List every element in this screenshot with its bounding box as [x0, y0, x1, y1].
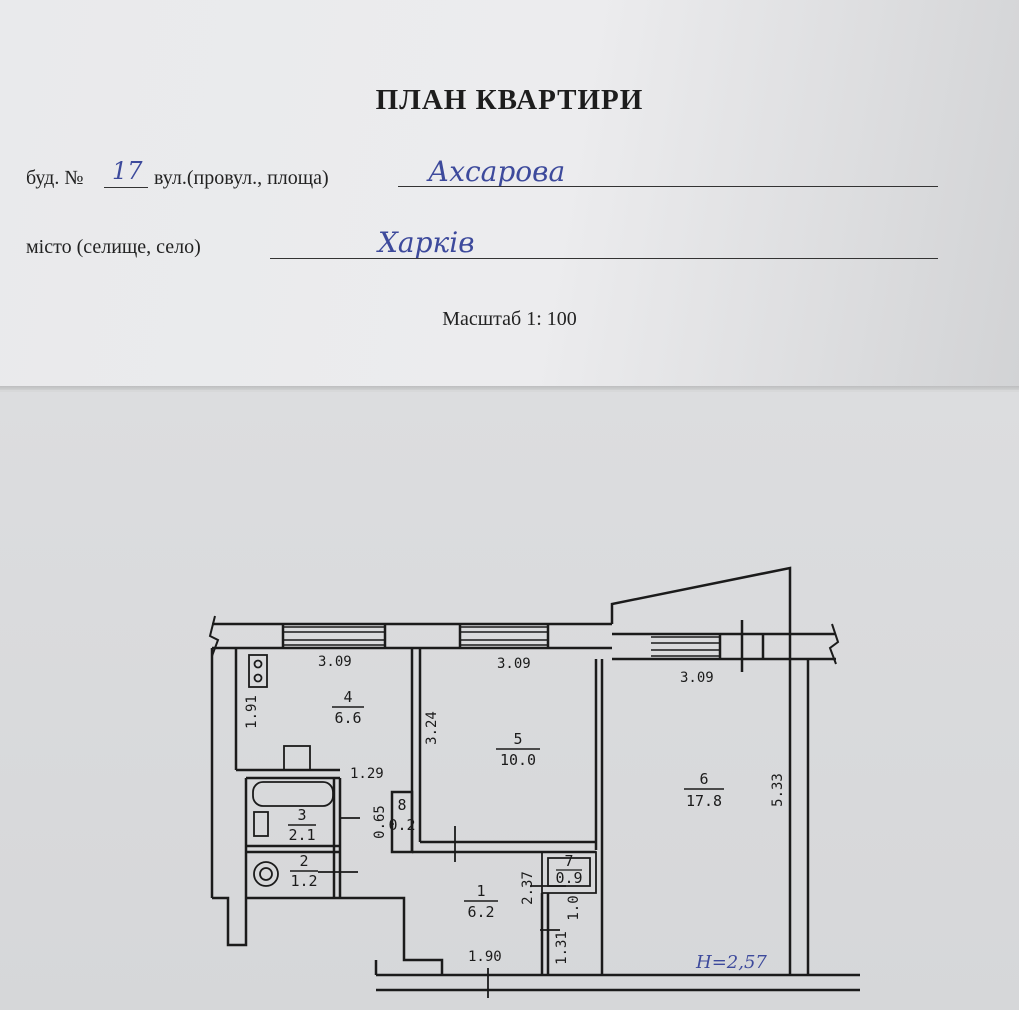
room-7-label: 7 0.9 [555, 852, 582, 887]
stove-burner-icon [253, 673, 263, 683]
room-7-area: 0.9 [555, 869, 582, 887]
break-mark-right [828, 623, 840, 665]
wall-room5-bottom [412, 840, 596, 854]
dim-left-room4: 1.91 [244, 695, 260, 729]
stove-icon [248, 654, 268, 688]
dim-bath-side: 0.65 [372, 805, 388, 839]
right-wall [788, 634, 810, 975]
room-1-number: 1 [476, 882, 485, 900]
plan-walls [208, 566, 860, 998]
dim-hall-side: 2.37 [520, 871, 536, 905]
window-room6 [651, 636, 720, 657]
street-underline [398, 186, 938, 187]
dim-top-left: 3.09 [318, 654, 352, 670]
form-header-sheet [0, 0, 1019, 390]
room-3-label: 3 2.1 [288, 806, 316, 844]
dim-right-side: 5.33 [770, 773, 786, 807]
dim-hall-bottom: 1.90 [468, 949, 502, 965]
city-label: місто (селище, село) [26, 236, 201, 258]
city-underline [270, 258, 938, 259]
balcony-outline [610, 566, 792, 634]
room-2-area: 1.2 [290, 872, 317, 890]
room-2-number: 2 [299, 852, 308, 870]
window-room5 [460, 626, 548, 646]
break-mark-left [208, 615, 220, 657]
dim-top-right: 3.09 [680, 670, 714, 686]
stove-burner-icon [253, 659, 263, 669]
fixtures [248, 654, 334, 887]
city-value: Харків [378, 226, 475, 259]
page-title: ПЛАН КВАРТИРИ [375, 84, 644, 116]
left-wall [210, 648, 238, 898]
room-3-area: 2.1 [288, 826, 315, 844]
wall-corridor [540, 893, 550, 975]
room-4-area: 6.6 [334, 709, 361, 727]
bottom-left-wall [246, 896, 444, 975]
room-4-number: 4 [343, 688, 352, 706]
plan-sheet [0, 392, 1019, 1010]
dim-top-mid: 3.09 [497, 656, 531, 672]
room-1-area: 6.2 [467, 903, 494, 921]
toilet-icon [259, 867, 273, 881]
room-8-label: 8 0.2 [388, 796, 415, 834]
wall-bath-wc [246, 844, 340, 854]
scale-text: Масштаб 1: 100 [442, 308, 577, 330]
room-1-label: 1 6.2 [464, 882, 498, 921]
room-4-label: 4 6.6 [332, 688, 364, 727]
dim-corridor-a: 1.31 [554, 931, 570, 965]
dim-bath-width: 1.29 [350, 766, 384, 782]
door-ticks [318, 817, 566, 998]
room-2-label: 2 1.2 [290, 852, 318, 890]
building-number-label: буд. № [26, 167, 84, 189]
room-5-area: 10.0 [500, 751, 536, 769]
top-wall-right [612, 632, 836, 661]
window-jambs-right [718, 620, 765, 672]
room-5-number: 5 [513, 730, 522, 748]
closet-8 [390, 790, 414, 854]
street-value: Ахсарова [428, 155, 566, 188]
dim-corridor-b: 1.0 [566, 895, 582, 920]
bottom-wall [376, 973, 860, 992]
toilet-icon [253, 861, 279, 887]
room-6-label: 6 17.8 [684, 770, 724, 810]
room-6-area: 17.8 [686, 792, 722, 810]
window-room4 [283, 626, 385, 646]
room-8-area: 0.2 [388, 816, 415, 834]
room-8-number: 8 [397, 796, 406, 814]
room-6-number: 6 [699, 770, 708, 788]
dim-room5-side: 3.24 [424, 711, 440, 745]
room-7-number: 7 [564, 852, 573, 870]
wall-room5-room6 [594, 659, 604, 975]
left-wall-notch [212, 896, 248, 947]
top-wall-left [212, 622, 612, 650]
building-number-underline [104, 187, 148, 188]
window-jambs [281, 624, 550, 648]
closet-7 [541, 851, 597, 894]
building-number-value: 17 [112, 157, 143, 185]
washbasin-icon [253, 811, 269, 837]
sink-icon [283, 745, 311, 771]
bathtub-icon [252, 781, 334, 807]
street-label: вул.(провул., площа) [154, 167, 329, 189]
room-5-label: 5 10.0 [496, 730, 540, 769]
room-3-number: 3 [297, 806, 306, 824]
wall-bath-hall [332, 778, 342, 898]
wall-kitchen-bath [236, 768, 340, 780]
ceiling-height: H=2,57 [695, 952, 767, 973]
